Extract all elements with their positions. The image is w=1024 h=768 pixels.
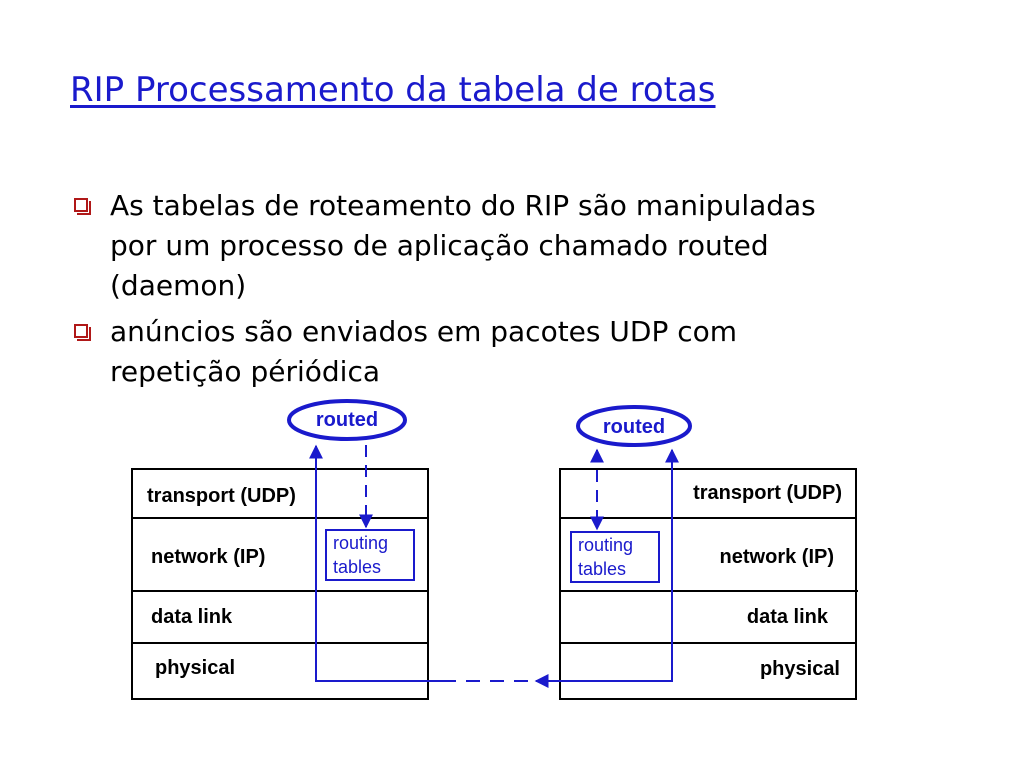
bullet-text-line: por um processo de aplicação chamado rou… <box>110 229 769 262</box>
routing-tables-line2: tables <box>333 557 381 577</box>
bullet-square-icon <box>74 198 91 215</box>
layer-label-physical: physical <box>155 657 235 679</box>
left-routed-daemon: routed <box>287 399 407 441</box>
routing-tables-box <box>570 531 660 583</box>
right-up-path <box>540 448 679 682</box>
layer-label-transport: transport (UDP) <box>693 482 842 504</box>
message-path <box>309 444 679 688</box>
layer-label-network: network (IP) <box>720 546 834 568</box>
layer-label-datalink: data link <box>151 606 233 628</box>
routing-tables-line2: tables <box>578 559 626 579</box>
bullet-text-line: repetição périódica <box>110 355 380 388</box>
routing-tables-box <box>325 529 415 581</box>
slide-title: RIP Processamento da tabela de rotas <box>70 70 716 110</box>
layer-label-transport: transport (UDP) <box>147 485 296 507</box>
bullet-list: As tabelas de roteamento do RIP são mani… <box>72 186 972 398</box>
routing-tables-line1: routing <box>333 533 388 553</box>
left-protocol-stack: transport (UDP) network (IP) data link p… <box>131 468 429 700</box>
layer-label-network: network (IP) <box>151 546 265 568</box>
bullet-text-line: anúncios são enviados em pacotes UDP com <box>110 315 738 348</box>
routing-tables-line1: routing <box>578 535 633 555</box>
bullet-item: anúncios são enviados em pacotes UDP com… <box>72 312 972 392</box>
bullet-text-line: As tabelas de roteamento do RIP são mani… <box>110 189 816 222</box>
layer-label-physical: physical <box>760 658 840 680</box>
layer-label-datalink: data link <box>747 606 829 628</box>
routed-label: routed <box>603 416 665 438</box>
bullet-item: As tabelas de roteamento do RIP são mani… <box>72 186 972 306</box>
bullet-square-icon <box>74 324 91 341</box>
bullet-text-line: (daemon) <box>110 269 247 302</box>
routed-label: routed <box>316 409 378 431</box>
right-protocol-stack: transport (UDP) network (IP) data link p… <box>559 468 858 700</box>
right-routed-daemon: routed <box>576 405 692 447</box>
left-down-path <box>309 444 442 682</box>
